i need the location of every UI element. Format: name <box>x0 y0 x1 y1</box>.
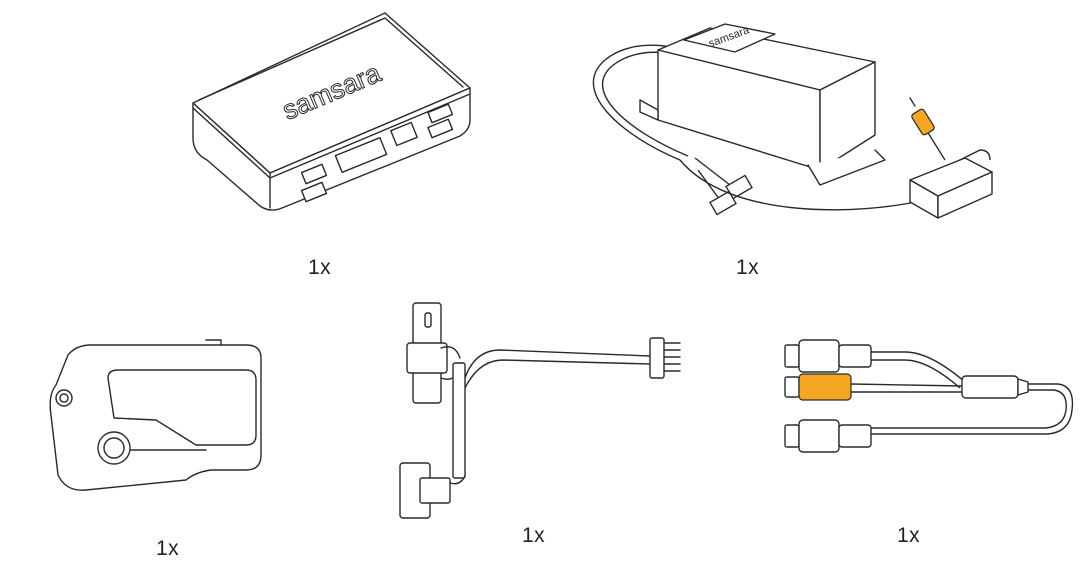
aux-power-quantity: 1x <box>736 256 760 279</box>
rca-y-cable-quantity: 1x <box>897 524 921 547</box>
camera-illustration <box>49 339 262 491</box>
gateway-device: samsara <box>185 8 475 223</box>
gateway-device-illustration: samsara <box>192 12 471 211</box>
harness-cable <box>395 298 700 523</box>
aux-power-box-illustration: samsara <box>592 23 993 219</box>
harness-cable-quantity: 1x <box>522 524 546 547</box>
gateway-quantity: 1x <box>308 256 332 279</box>
harness-cable-illustration <box>399 302 681 519</box>
rca-y-cable-illustration <box>784 339 1074 453</box>
aux-power-box: samsara <box>580 10 1000 225</box>
camera-device <box>46 339 271 500</box>
rca-y-cable <box>780 330 1080 460</box>
camera-quantity: 1x <box>156 537 180 560</box>
